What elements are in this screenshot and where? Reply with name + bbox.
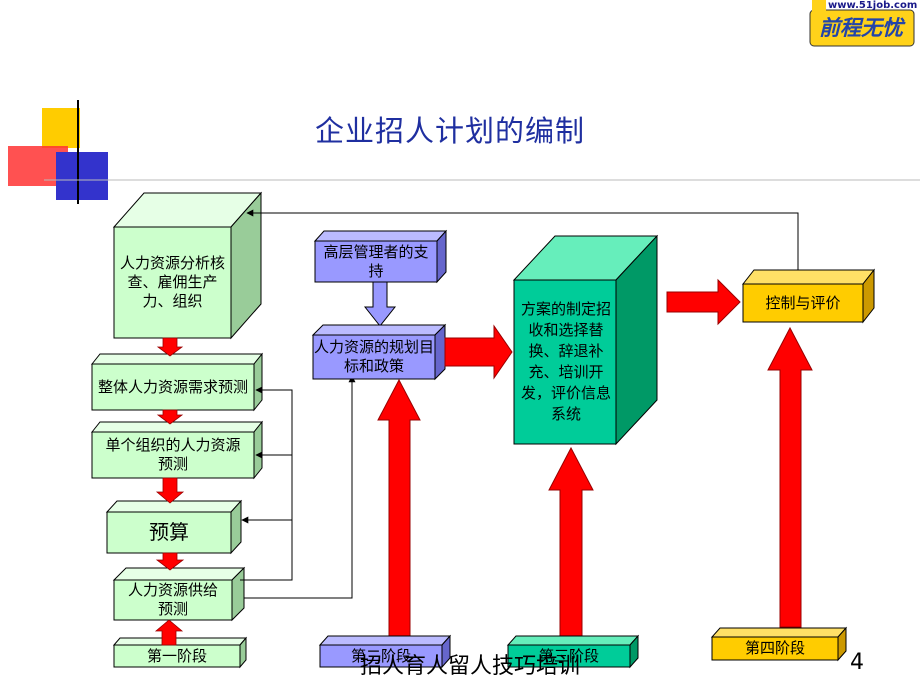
- box-policy-shape: [311, 323, 447, 381]
- blue-square: [56, 152, 108, 200]
- box-control: 控制与评价: [765, 293, 841, 312]
- box-policy: 人力资源的规划目标和政策: [313, 338, 434, 375]
- box-stage1: 第一阶段: [146, 646, 207, 665]
- box-demand: 整体人力资源需求预测: [97, 377, 248, 396]
- box-plan-shape: [512, 234, 659, 446]
- box-stage2-shape: [318, 634, 452, 669]
- box-stage4: 第四阶段: [744, 639, 805, 658]
- feedback-lines: [240, 209, 799, 599]
- box-plan: 方案的制定招收和选择替换、辞退补充、培训开发，评价信息系统: [521, 300, 612, 423]
- page-number: 4: [850, 650, 864, 675]
- stage2-up-arrow: [377, 378, 421, 641]
- box-unit: 单个组织的人力资源预测: [105, 436, 241, 473]
- box-stage1-shape: [112, 636, 248, 669]
- stage3-up-arrow: [548, 446, 594, 641]
- box-stage4-shape: [710, 626, 848, 662]
- box-budget: 预算: [149, 520, 189, 544]
- plan-to-control-arrow: [666, 278, 741, 326]
- box-support-shape: [313, 229, 448, 284]
- box-supply: 人力资源供给预测: [127, 581, 218, 618]
- box-stage3-shape: [506, 634, 640, 669]
- box-support: 高层管理者的支持: [323, 242, 429, 280]
- page-title: 企业招人计划的编制: [314, 114, 585, 148]
- box-stage2: 第二阶段: [350, 646, 411, 665]
- footer-text: 招人育人留人技巧培训: [359, 654, 580, 679]
- box-stage3: 第三阶段: [538, 646, 599, 665]
- box-demand-shape: [90, 352, 264, 412]
- logo-name: 前程无忧: [819, 16, 903, 40]
- box-budget-shape: [105, 499, 243, 555]
- left-down-arrows: [154, 337, 185, 646]
- support-down-arrow: [363, 281, 397, 327]
- box-unit-shape: [90, 420, 264, 480]
- box-analysis: 人力资源分析核查、雇佣生产力、组织: [119, 254, 225, 310]
- yellow-square: [42, 108, 80, 148]
- box-control-shape: [741, 268, 876, 324]
- policy-to-plan-arrow: [444, 324, 513, 380]
- box-analysis-shape: [112, 191, 263, 340]
- box-supply-shape: [112, 566, 246, 622]
- stage4-up-arrow: [767, 326, 813, 628]
- logo-url: www.51job.com: [828, 0, 918, 11]
